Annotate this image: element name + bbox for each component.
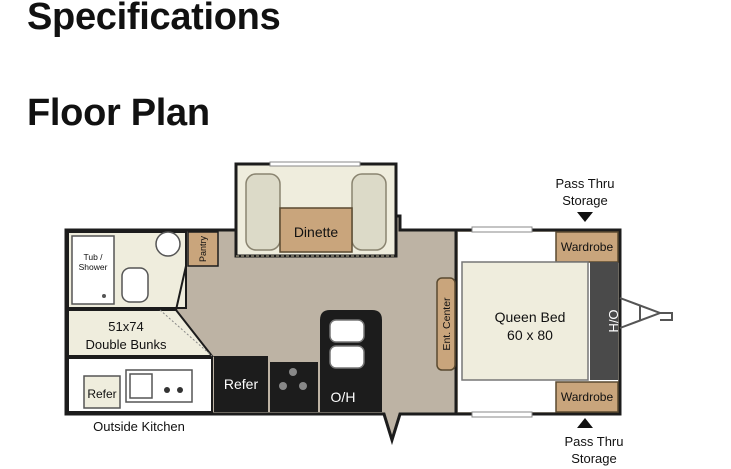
bathroom: Tub / Shower: [67, 231, 187, 309]
stove-burner-icon: [279, 382, 287, 390]
outside-refer-label: Refer: [87, 387, 116, 401]
kitchen-sink-basin: [329, 345, 365, 369]
pass-thru-bottom-label-1: Pass Thru: [564, 434, 623, 449]
specifications-heading: Specifications: [27, 0, 281, 38]
refrigerator: [214, 356, 268, 412]
queen-bed-label: Queen Bed: [495, 309, 566, 325]
dinette-slideout: Dinette: [234, 161, 398, 258]
stove-burner-icon: [289, 368, 297, 376]
refer-label: Refer: [224, 376, 259, 392]
kitchen-sink-basin: [329, 319, 365, 343]
bedroom: Wardrobe Wardrobe Queen Bed 60 x 80 O/H: [458, 231, 621, 413]
queen-bed: [461, 261, 589, 381]
pantry-label: Pantry: [198, 235, 208, 262]
hitch: [619, 297, 673, 329]
pass-thru-top-label-2: Storage: [562, 193, 608, 208]
bedroom-oh-label: O/H: [606, 309, 621, 332]
queen-bed-size: 60 x 80: [507, 327, 553, 343]
sink: [155, 231, 181, 257]
tub-shower-label-1: Tub /: [83, 252, 103, 262]
pantry: Pantry: [187, 231, 219, 267]
outside-sink: [129, 373, 153, 399]
burner-icon: [164, 387, 170, 393]
outside-kitchen-label: Outside Kitchen: [93, 419, 185, 434]
double-bunks: 51x74 Double Bunks: [67, 309, 215, 357]
entertainment-center: Ent. Center: [436, 277, 456, 371]
bedroom-overhead: [590, 262, 618, 380]
wardrobe-bottom-label: Wardrobe: [561, 390, 614, 404]
toilet: [121, 267, 149, 303]
tub-shower: [71, 235, 115, 305]
outside-refer: [83, 375, 121, 409]
outside-kitchen: Refer: [67, 357, 213, 413]
wardrobe-bottom: [555, 381, 619, 413]
kitchen: Refer O/H: [214, 310, 382, 412]
wardrobe-top: [555, 231, 619, 263]
tub-shower-label-2: Shower: [79, 262, 108, 272]
floor-plan-heading: Floor Plan: [27, 92, 210, 134]
dinette-table: [279, 207, 353, 253]
pass-thru-bottom-label-2: Storage: [571, 451, 617, 466]
bunks-size-label: 51x74: [108, 319, 143, 334]
dinette-label: Dinette: [294, 224, 339, 240]
arrow-up-icon: [577, 418, 593, 428]
burner-icon: [177, 387, 183, 393]
bunks-label: Double Bunks: [86, 337, 167, 352]
arrow-down-icon: [577, 212, 593, 222]
ent-center-label: Ent. Center: [441, 297, 453, 351]
stove-burner-icon: [299, 382, 307, 390]
wardrobe-top-label: Wardrobe: [561, 240, 614, 254]
floor-plan-diagram: Dinette Tub / Shower Pantry 51x74 Double…: [64, 161, 673, 466]
pass-thru-top-label-1: Pass Thru: [555, 176, 614, 191]
kitchen-oh-label: O/H: [331, 389, 356, 405]
